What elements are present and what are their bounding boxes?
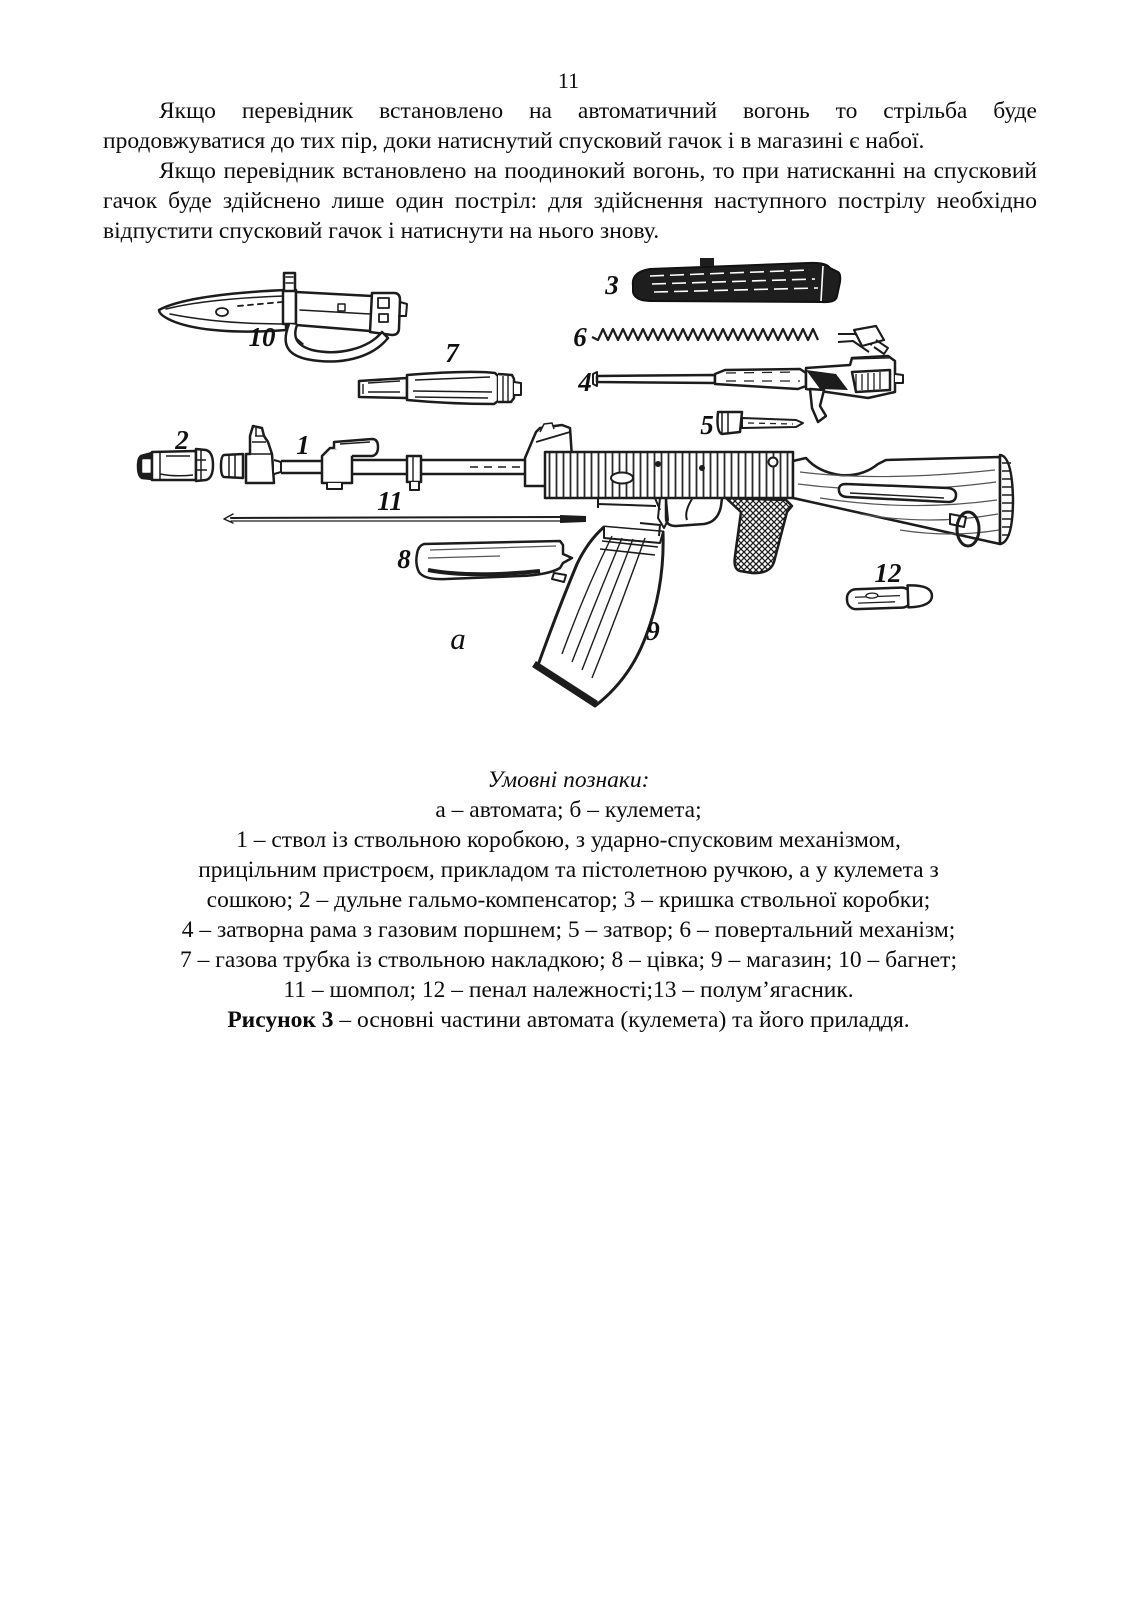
gas-tube-illustration [357, 370, 522, 406]
paragraph-auto-fire: Якщо перевідник встановлено на автоматич… [103, 98, 1037, 154]
label-6: 6 [573, 322, 587, 352]
figure-rifle-parts: 10 3 6 4 5 [0, 246, 1137, 721]
bolt-illustration [716, 410, 804, 436]
figure-legend: Умовні познаки: а – автомата; б – кулеме… [0, 765, 1137, 1005]
figure-caption-text: – основні частини автомата (кулемета) та… [333, 1007, 910, 1033]
accessory-case-illustration [845, 584, 934, 611]
label-2: 2 [174, 425, 189, 455]
label-4: 4 [577, 367, 592, 397]
muzzle-brake-illustration [136, 447, 215, 483]
legend-line: 7 – газова трубка із ствольною накладкою… [180, 947, 957, 973]
label-7: 7 [445, 338, 460, 368]
label-9: 9 [646, 616, 660, 646]
legend-line: 11 – шомпол; 12 – пенал належності;13 – … [283, 977, 854, 1003]
recoil-spring-illustration [591, 324, 889, 355]
label-10: 10 [249, 322, 277, 352]
label-1: 1 [296, 430, 310, 460]
rifle-parts-diagram: 10 3 6 4 5 [136, 258, 1015, 708]
cleaning-rod-illustration [223, 513, 586, 524]
label-variant-a: а [450, 621, 466, 656]
rifle-assembly-illustration [219, 422, 1015, 575]
bayonet-illustration [157, 271, 408, 363]
label-5: 5 [700, 410, 714, 440]
figure-caption-label: Рисунок 3 [227, 1007, 334, 1033]
page-number: 11 [557, 68, 580, 93]
magazine-illustration [532, 522, 665, 708]
legend-line: прицільним пристроєм, прикладом та пісто… [198, 857, 939, 883]
paragraph-single-fire: Якщо перевідник встановлено на поодиноки… [103, 158, 1037, 244]
legend-line: сошкою; 2 – дульне гальмо-компенсатор; 3… [206, 887, 931, 913]
bolt-carrier-illustration [592, 354, 904, 424]
legend-line: а – автомата; б – кулемета; [435, 797, 702, 823]
page-content: Якщо перевідник встановлено на автоматич… [103, 96, 1037, 246]
legend-title: Умовні познаки: [487, 767, 650, 793]
label-3: 3 [604, 270, 619, 300]
figure-caption: Рисунок 3 – основні частини автомата (ку… [0, 1005, 1137, 1035]
label-11: 11 [377, 486, 403, 516]
label-12: 12 [875, 558, 902, 588]
receiver-cover-illustration [631, 258, 842, 304]
handguard-illustration [415, 539, 574, 583]
legend-line: 4 – затворна рама з газовим поршнем; 5 –… [181, 917, 956, 943]
legend-line: 1 – ствол із ствольною коробкою, з ударн… [236, 827, 901, 853]
label-8: 8 [397, 544, 411, 574]
